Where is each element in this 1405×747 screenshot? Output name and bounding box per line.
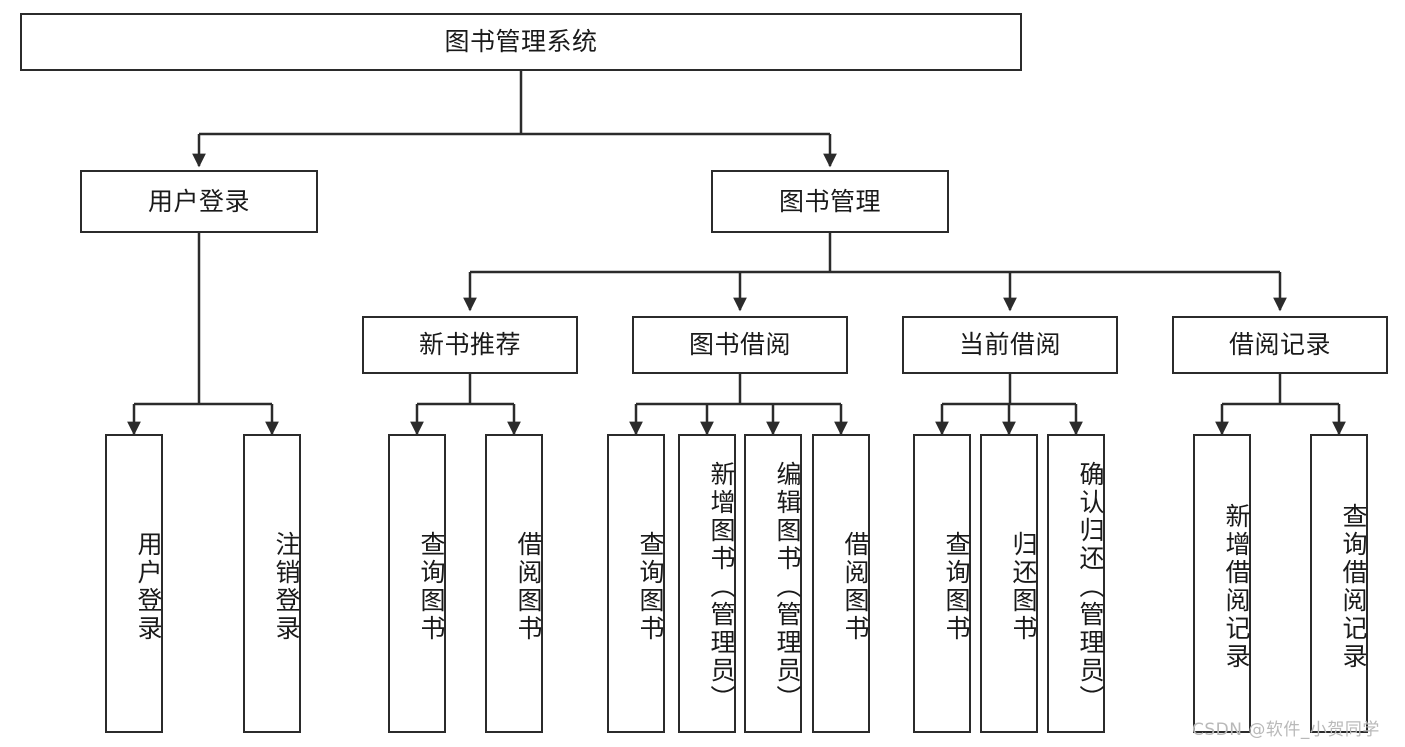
leaf-add-record-label: 新增借阅记录: [1222, 502, 1251, 671]
leaf-borrow-book-1-label: 借阅图书: [514, 530, 543, 643]
leaf-return-book-label: 归还图书: [1009, 530, 1038, 643]
leaf-confirm-return[interactable]: 确认归还（管理员）: [1047, 434, 1105, 733]
node-user-login-label: 用户登录: [147, 186, 250, 216]
leaf-logout[interactable]: 注销登录: [243, 434, 301, 733]
node-book-borrow-label: 图书借阅: [688, 330, 791, 360]
leaf-query-book-1[interactable]: 查询图书: [388, 434, 446, 733]
leaf-query-book-2[interactable]: 查询图书: [607, 434, 665, 733]
leaf-confirm-return-label: 确认归还（管理员）: [1076, 460, 1105, 713]
node-user-login[interactable]: 用户登录: [80, 170, 318, 233]
leaf-query-book-2-label: 查询图书: [636, 530, 665, 643]
leaf-query-book-1-label: 查询图书: [417, 530, 446, 643]
node-borrow-record-label: 借阅记录: [1228, 330, 1331, 360]
watermark: CSDN @软件_小贺同学: [1192, 720, 1380, 740]
leaf-borrow-book-2[interactable]: 借阅图书: [812, 434, 870, 733]
leaf-return-book[interactable]: 归还图书: [980, 434, 1038, 733]
node-root-label: 图书管理系统: [444, 27, 598, 57]
leaf-borrow-book-2-label: 借阅图书: [841, 530, 870, 643]
leaf-borrow-book-1[interactable]: 借阅图书: [485, 434, 543, 733]
leaf-edit-book[interactable]: 编辑图书（管理员）: [744, 434, 802, 733]
leaf-add-book-label: 新增图书（管理员）: [707, 460, 736, 713]
node-root[interactable]: 图书管理系统: [20, 13, 1022, 71]
node-book-manage[interactable]: 图书管理: [711, 170, 949, 233]
node-borrow-record[interactable]: 借阅记录: [1172, 316, 1388, 374]
leaf-query-record[interactable]: 查询借阅记录: [1310, 434, 1368, 733]
leaf-user-login-label: 用户登录: [134, 530, 163, 643]
node-book-manage-label: 图书管理: [778, 186, 881, 216]
leaf-query-book-3[interactable]: 查询图书: [913, 434, 971, 733]
node-new-book-rec[interactable]: 新书推荐: [362, 316, 578, 374]
leaf-query-book-3-label: 查询图书: [942, 530, 971, 643]
leaf-edit-book-label: 编辑图书（管理员）: [773, 460, 802, 713]
leaf-add-book[interactable]: 新增图书（管理员）: [678, 434, 736, 733]
node-current-borrow[interactable]: 当前借阅: [902, 316, 1118, 374]
node-new-book-rec-label: 新书推荐: [418, 330, 521, 360]
node-book-borrow[interactable]: 图书借阅: [632, 316, 848, 374]
leaf-query-record-label: 查询借阅记录: [1339, 502, 1368, 671]
node-current-borrow-label: 当前借阅: [958, 330, 1061, 360]
leaf-user-login[interactable]: 用户登录: [105, 434, 163, 733]
leaf-add-record[interactable]: 新增借阅记录: [1193, 434, 1251, 733]
leaf-logout-label: 注销登录: [272, 530, 301, 643]
